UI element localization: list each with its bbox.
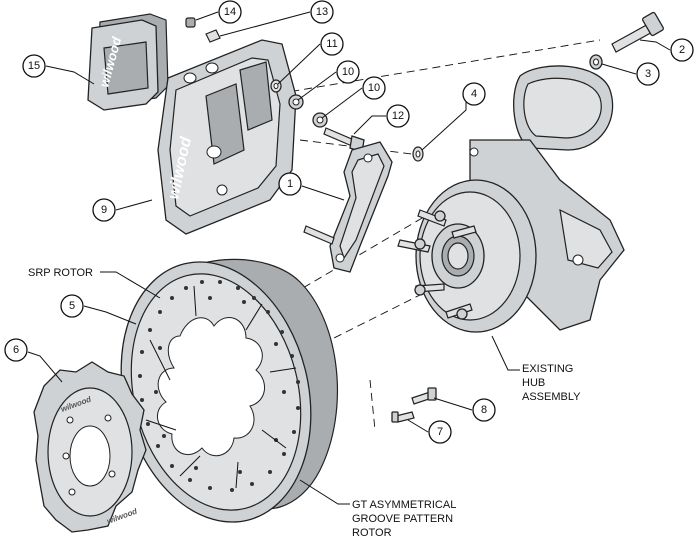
- hat-bolts: [391, 387, 437, 423]
- bleeder-screw: [185, 17, 221, 43]
- note-existing-hub-3: ASSEMBLY: [522, 391, 581, 403]
- callout-13-label: 13: [316, 6, 328, 18]
- callout-6: 6: [4, 338, 28, 362]
- washer-4: [412, 146, 424, 162]
- callout-11-label: 11: [326, 38, 337, 50]
- note-gt-3: ROTOR: [352, 527, 392, 539]
- rotor-grooves: [145, 285, 297, 489]
- washers: [270, 79, 328, 128]
- callout-13: 13: [310, 0, 334, 24]
- hub-bolt: [589, 11, 664, 70]
- mounting-bracket: [303, 141, 393, 273]
- callout-9: 9: [92, 198, 116, 222]
- note-existing-hub-2: HUB: [522, 377, 545, 389]
- callout-4: 4: [462, 82, 486, 106]
- callout-6-label: 6: [13, 344, 19, 356]
- callout-10b: 10: [362, 76, 386, 100]
- callout-10a: 10: [336, 60, 360, 84]
- callout-5-label: 5: [69, 300, 75, 312]
- callout-9-label: 9: [101, 204, 107, 216]
- rotor: [120, 258, 339, 523]
- callout-4-label: 4: [471, 88, 477, 100]
- note-gt-2: GROOVE PATTERN: [352, 513, 453, 525]
- rotor-hat: wilwood wilwood: [33, 361, 147, 533]
- notes: SRP ROTOR EXISTING HUB ASSEMBLY GT ASYMM…: [28, 267, 581, 539]
- note-leaders: [100, 271, 520, 505]
- callout-2-label: 2: [679, 44, 685, 56]
- note-existing-hub-1: EXISTING: [522, 363, 573, 375]
- callout-14-label: 14: [224, 6, 236, 18]
- callout-leaders: [27, 11, 671, 433]
- callout-3-label: 3: [645, 68, 651, 80]
- callout-11: 11: [320, 32, 344, 56]
- callout-15-label: 15: [28, 60, 40, 72]
- callout-8-label: 8: [481, 404, 487, 416]
- callout-14: 14: [218, 0, 242, 24]
- rotor-drilled-holes: [138, 280, 300, 492]
- callout-12-label: 12: [392, 110, 404, 122]
- callout-7: 7: [428, 420, 452, 444]
- callout-15: 15: [22, 54, 46, 78]
- existing-hub-assembly: [397, 65, 625, 333]
- callout-1: 1: [278, 172, 302, 196]
- callout-10b-label: 10: [368, 82, 380, 94]
- callout-1-label: 1: [287, 178, 293, 190]
- callout-8: 8: [472, 398, 496, 422]
- brake-pads: wilwood: [87, 13, 169, 111]
- callout-12: 12: [386, 104, 410, 128]
- callout-2: 2: [670, 38, 694, 62]
- callout-7-label: 7: [437, 426, 443, 438]
- callout-5: 5: [60, 294, 84, 318]
- caliper: wilwood: [157, 39, 297, 235]
- note-srp-rotor: SRP ROTOR: [28, 267, 93, 279]
- note-gt-1: GT ASYMMETRICAL: [352, 499, 456, 511]
- callout-10a-label: 10: [342, 66, 354, 78]
- callout-3: 3: [636, 62, 660, 86]
